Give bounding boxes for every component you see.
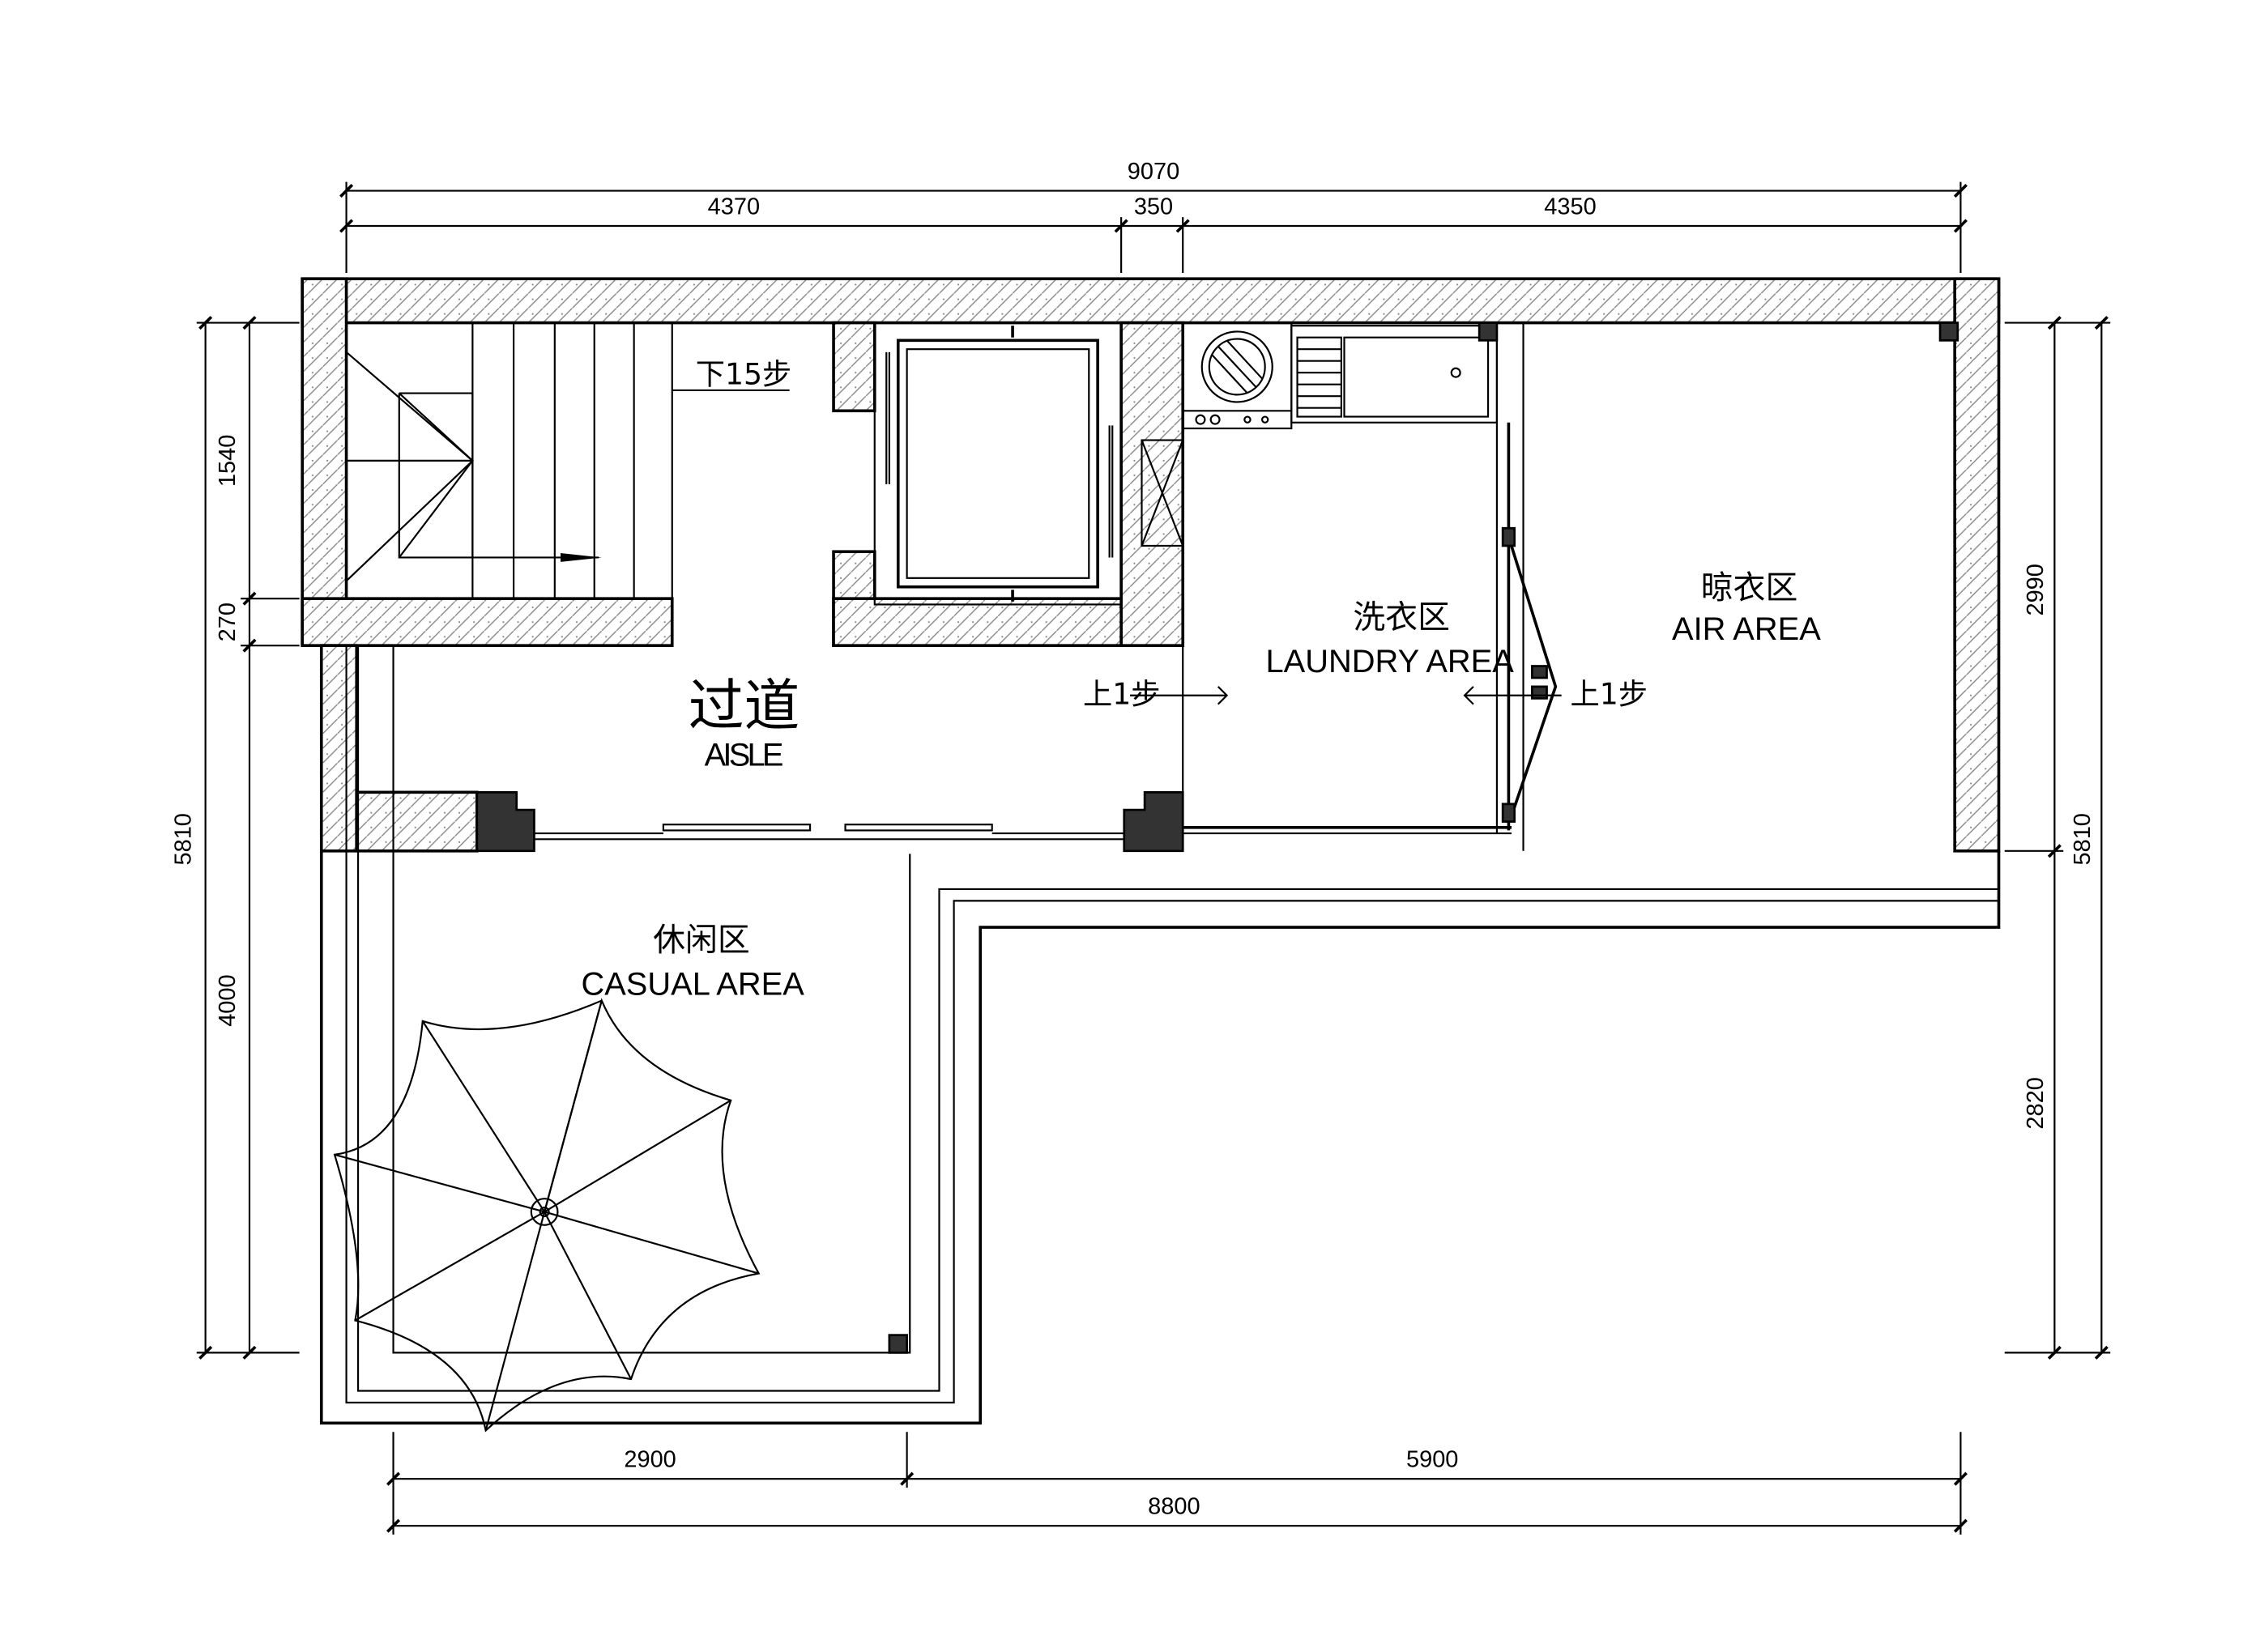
dim-top-mid: 350 <box>1134 194 1173 220</box>
dim-bottom-right: 5900 <box>1406 1447 1458 1473</box>
dim-right-2820: 2820 <box>2023 1077 2049 1129</box>
dim-bottom-total: 8800 <box>1148 1494 1200 1520</box>
dim-left-total: 5810 <box>171 813 197 865</box>
washing-machine <box>1182 321 1293 430</box>
aisle-label-en: AISLE <box>705 738 784 773</box>
dim-top-left: 4370 <box>708 194 760 220</box>
dim-left-1540: 1540 <box>215 435 241 487</box>
stairs-down-label: 下15步 <box>696 357 792 392</box>
casual-label-cn: 休闲区 <box>653 922 750 959</box>
dim-top-right: 4350 <box>1544 194 1596 220</box>
laundry-label-en: LAUNDRY AREA <box>1265 644 1514 679</box>
dim-right-2990: 2990 <box>2023 564 2049 615</box>
dim-top-total: 9070 <box>1128 159 1179 185</box>
terrace-outline <box>319 645 2001 1425</box>
umbrella-icon <box>333 998 761 1433</box>
dim-bottom-left: 2900 <box>624 1447 676 1473</box>
air-label-cn: 晾衣区 <box>1701 569 1798 607</box>
laundry-sink <box>1290 321 1959 424</box>
sliding-doors <box>475 790 1184 853</box>
dim-right-total: 5810 <box>2070 813 2096 865</box>
air-label-en: AIR AREA <box>1672 611 1821 647</box>
stairs <box>345 321 790 600</box>
step-up-label-left: 上1步 <box>1083 677 1160 712</box>
step-up-label-right: 上1步 <box>1571 677 1648 712</box>
elevator <box>873 321 1184 606</box>
dimension-lines <box>196 181 2111 1535</box>
dim-left-4000: 4000 <box>215 974 241 1026</box>
walls <box>301 277 2001 853</box>
laundry-label-cn: 洗衣区 <box>1353 598 1450 636</box>
dim-left-270: 270 <box>215 602 241 641</box>
casual-label-en: CASUAL AREA <box>581 966 804 1002</box>
step-arrows <box>1130 686 1562 705</box>
aisle-label-cn: 过道 <box>689 674 800 739</box>
